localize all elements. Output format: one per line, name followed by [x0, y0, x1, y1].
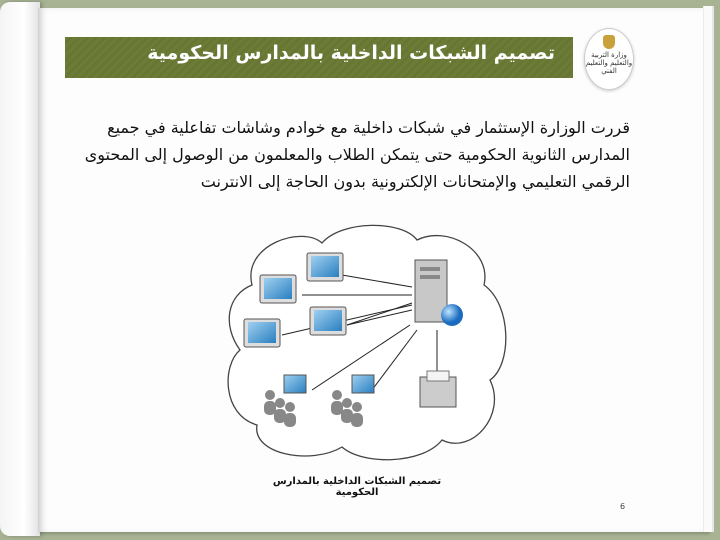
- monitor-icon: [243, 318, 281, 348]
- server-icon: [414, 259, 463, 326]
- logo-text: وزارة التربية والتعليم والتعليم الفني: [585, 51, 633, 75]
- users-workstation-icon: [331, 374, 375, 427]
- ministry-logo: وزارة التربية والتعليم والتعليم الفني: [584, 28, 634, 90]
- users-workstation-icon: [264, 374, 307, 427]
- body-line: قررت الوزارة الإستثمار في شبكات داخلية م…: [107, 118, 630, 137]
- monitor-icon: [259, 274, 297, 304]
- monitor-icon: [309, 306, 347, 336]
- connection-arrows: [281, 274, 438, 391]
- monitor-icon: [306, 252, 344, 282]
- page-stack-edge: [703, 6, 714, 532]
- slide-title: تصميم الشبكات الداخلية بالمدارس الحكومية: [147, 42, 555, 64]
- page-number: 6: [620, 502, 626, 511]
- body-line: الرقمي التعليمي والإمتحانات الإلكترونية …: [200, 172, 630, 191]
- printer-icon: [419, 370, 457, 408]
- title-bar: تصميم الشبكات الداخلية بالمدارس الحكومية: [65, 37, 573, 78]
- book-page-curl: [0, 2, 40, 536]
- network-diagram: [227, 224, 507, 461]
- body-paragraph: قررت الوزارة الإستثمار في شبكات داخلية م…: [72, 114, 630, 195]
- globe-icon: [441, 304, 463, 326]
- figure-caption: تصميم الشبكات الداخلية بالمدارس الحكومية: [272, 476, 442, 498]
- eagle-emblem-icon: [603, 35, 615, 49]
- body-line: المدارس الثانوية الحكومية حتى يتمكن الطل…: [84, 145, 630, 164]
